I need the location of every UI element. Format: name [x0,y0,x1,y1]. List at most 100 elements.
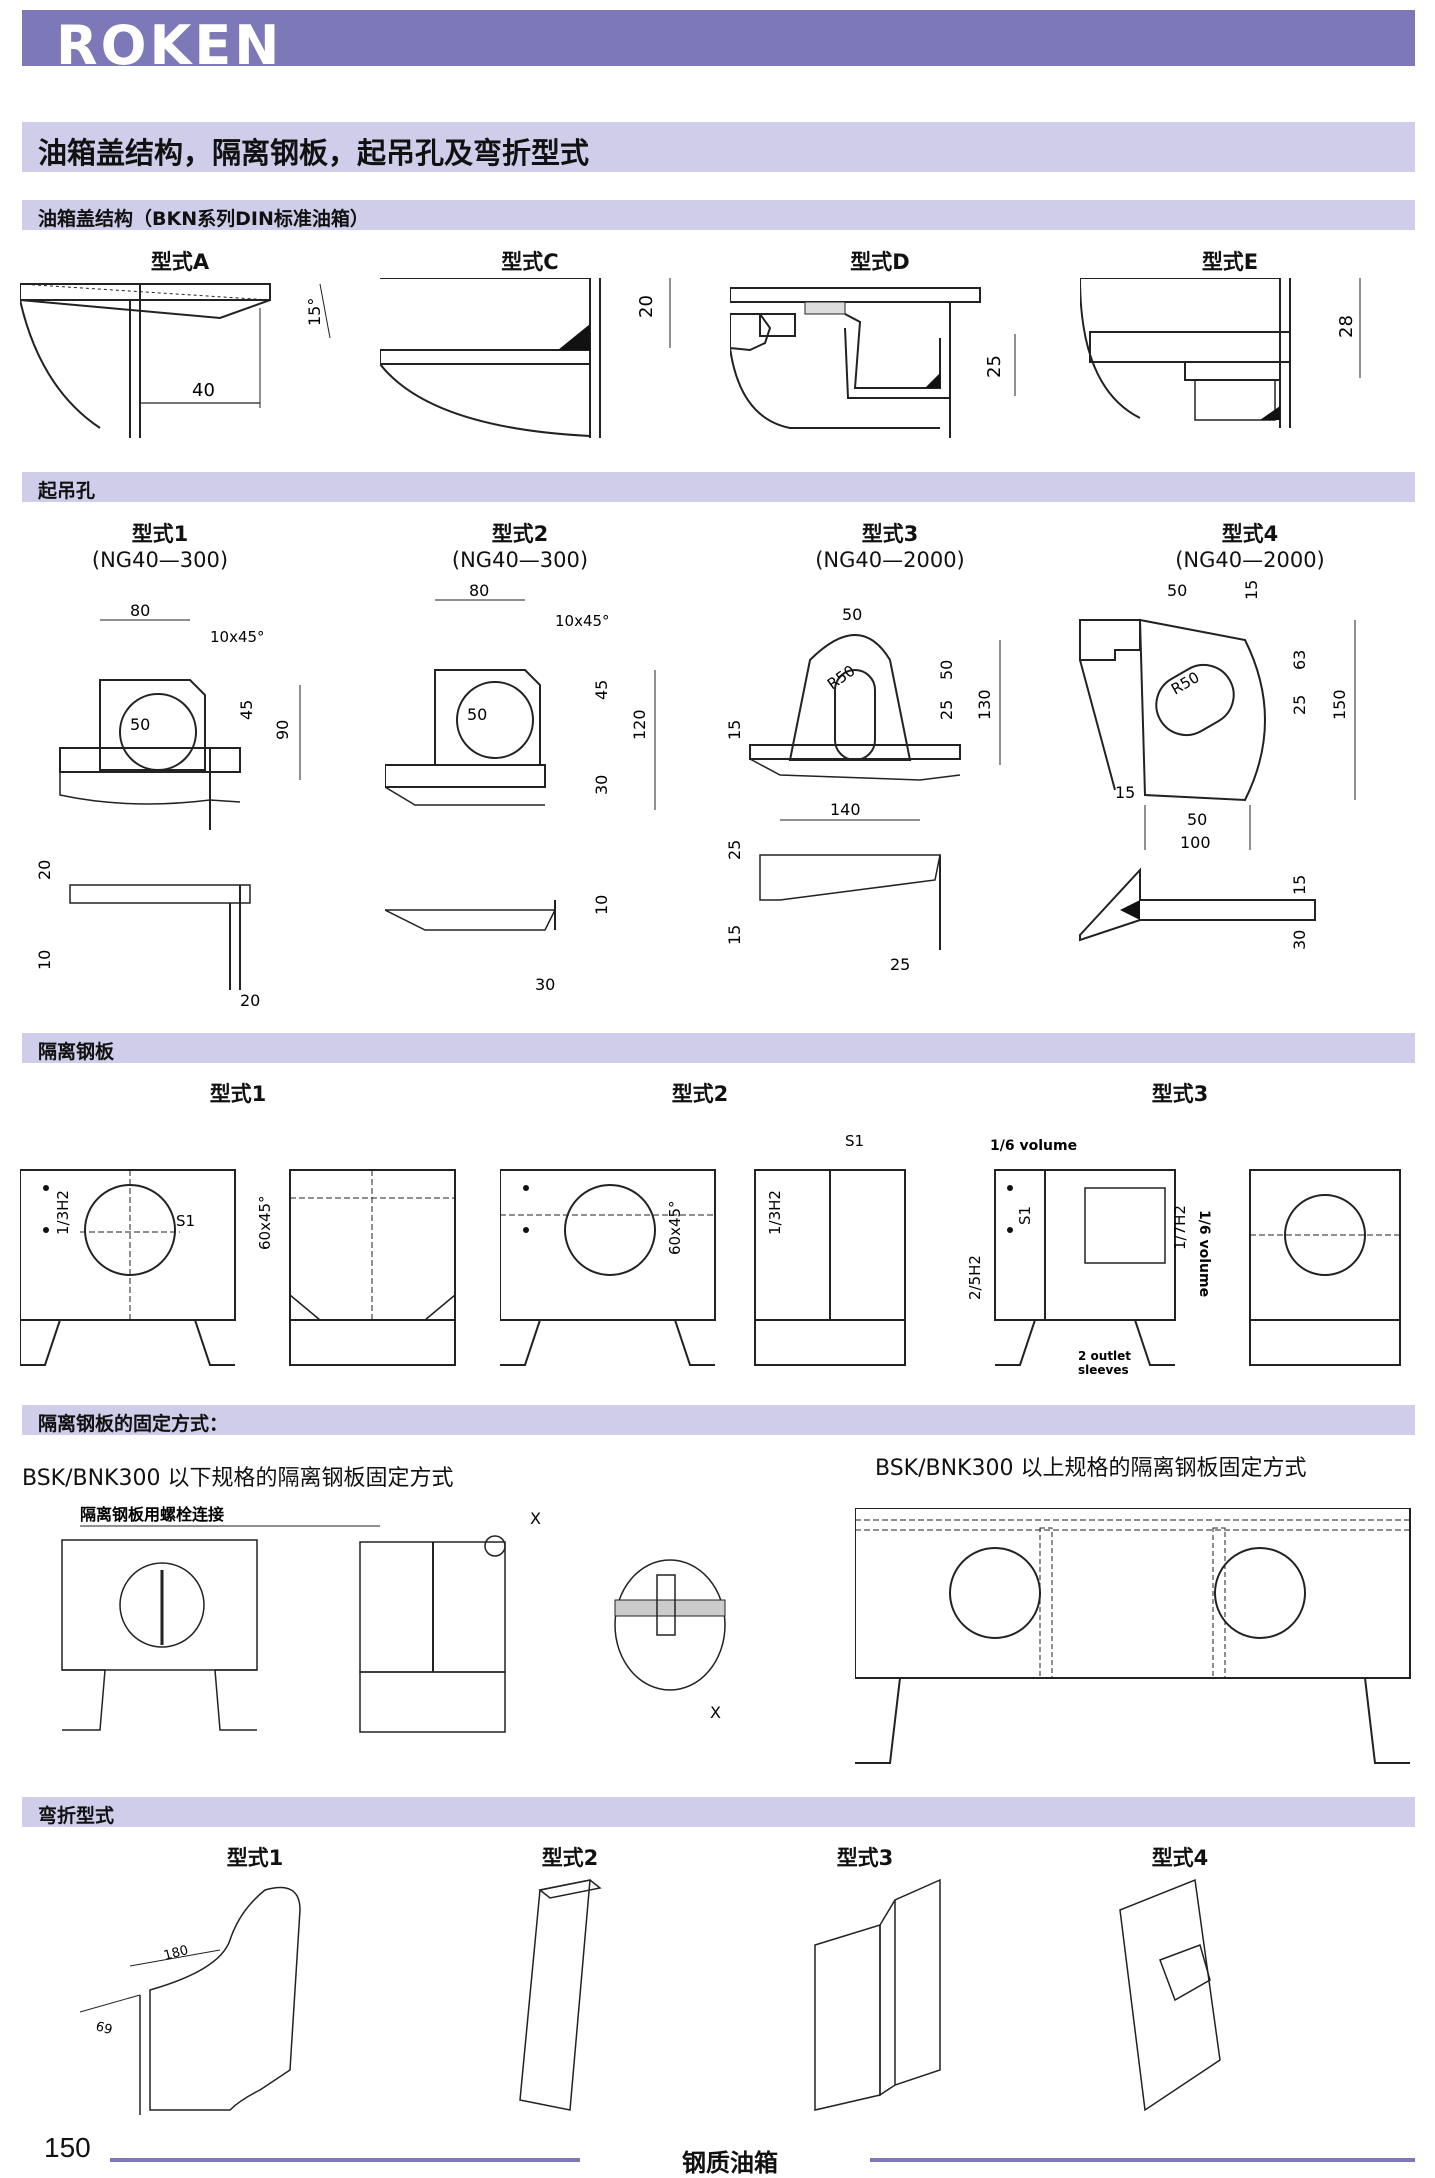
dim-text: 45 [237,700,256,720]
section-title: 弯折型式 [38,1805,115,1827]
section-title: 隔离钢板 [38,1041,115,1063]
figure-label: 型式D [850,250,910,274]
section-bar-baffle-fix: 隔离钢板的固定方式： [22,1405,1415,1435]
figure-label: 型式1 [209,1082,267,1106]
section-bar-tank-cover: 油箱盖结构（BKN系列DIN标准油箱） [22,200,1415,230]
figure-label: 型式3 [1151,1082,1209,1106]
figure-range: (NG40—2000) [815,548,965,572]
dim-text: 25 [890,955,910,974]
section-bar-fold: 弯折型式 [22,1797,1415,1827]
footer-label: 钢质油箱 [682,2149,778,2177]
dim-text: 10x45° [210,628,265,646]
dim-text: 25 [725,840,744,860]
dim-text: 50 [937,660,956,680]
dim-text: 50 [1187,810,1207,829]
dim-text: 1/7H2 [1171,1205,1189,1250]
figure-label: 型式A [150,250,210,274]
dim-text: 180 [162,1943,190,1964]
dim-text: 15 [725,720,744,740]
dim-text: S1 [176,1212,195,1230]
brand-logo: ROKEN [56,14,283,77]
figure-label: 型式3 [836,1846,894,1870]
dim-text: 130 [975,689,994,720]
dim-text: 60x45° [666,1200,684,1255]
dim-text: 50 [842,605,862,624]
dim-text: 2 outlet [1078,1349,1131,1363]
baffle-drawing-3: 1/6 volume 1/6 volume S1 1/7H2 2/5H2 2 o… [960,1120,1420,1380]
subtitle-right: BSK/BNK300 以上规格的隔离钢板固定方式 [875,1456,1307,1481]
detail-mark: X [530,1509,541,1528]
fold-drawing-4 [1105,1870,1235,2120]
dim-text: 45 [592,680,611,700]
dim-text: 150 [1330,689,1349,720]
dim-text: 15 [1242,580,1261,600]
bolt-note: 隔离钢板用螺栓连接 [80,1505,224,1524]
figure-label: 型式E [1201,250,1259,274]
section-bar-lifting: 起吊孔 [22,472,1415,502]
dim-text: 20 [35,860,54,880]
fold-drawing-1: 180 69 [60,1870,390,2120]
figure-label: 型式2 [491,522,549,546]
dim-text: 120 [630,709,649,740]
cover-drawing-e: 28 [1080,278,1410,438]
dim-text: 2/5H2 [966,1255,984,1300]
dim-text: 10 [35,950,54,970]
page-title-bar: 油箱盖结构，隔离钢板，起吊孔及弯折型式 [22,122,1415,172]
dim-text: 1/6 volume [1196,1210,1212,1297]
brand-bar: ROKEN [22,10,1415,77]
figure-label: 型式3 [861,522,919,546]
lifting-drawing-2: 80 10x45° 50 45 120 30 10 30 [385,580,705,1010]
figure-label: 型式2 [541,1846,599,1870]
dim-text: 40 [192,380,215,401]
lifting-drawing-3: 50 R50 50 25 130 15 140 25 15 25 [720,600,1040,1010]
dim-text: 30 [592,775,611,795]
dim-text: 10x45° [555,612,610,630]
cover-drawing-d: 25 [730,278,1060,438]
dim-text: 69 [94,2019,114,2038]
detail-mark: X [710,1703,721,1722]
dim-text: 140 [830,800,861,819]
dim-text: 10 [592,895,611,915]
dim-text: S1 [845,1132,864,1150]
dim-text: S1 [1016,1206,1034,1225]
dim-text: 25 [937,700,956,720]
dim-text: 80 [130,601,150,620]
figure-label: 型式1 [131,522,189,546]
dim-text: 50 [467,705,487,724]
figure-label: 型式2 [671,1082,729,1106]
page-number: 150 [44,2132,91,2163]
cover-drawing-c: 20 [380,278,710,438]
dim-text: 100 [1180,833,1211,852]
section-title: 起吊孔 [38,480,96,502]
dim-text: 1/6 volume [990,1138,1077,1154]
dim-text: 80 [469,581,489,600]
dim-text: 15 [1115,783,1135,802]
fold-drawing-2 [500,1870,620,2120]
section-bar-baffle: 隔离钢板 [22,1033,1415,1063]
section-title: 油箱盖结构（BKN系列DIN标准油箱） [38,208,369,230]
dim-text: 25 [984,355,1005,378]
page-title: 油箱盖结构，隔离钢板，起吊孔及弯折型式 [38,136,590,170]
dim-text: sleeves [1078,1363,1129,1377]
dim-text: R50 [1168,668,1203,698]
baffle-drawing-2: 60x45° S1 1/3H2 [500,1120,950,1370]
figure-label: 型式4 [1151,1846,1209,1870]
dim-text: R50 [824,662,859,694]
dim-text: 28 [1336,315,1357,338]
dim-text: 20 [240,991,260,1010]
baffle-fix-drawing-small: 隔离钢板用螺栓连接 X X [50,1500,750,1740]
dim-text: 30 [535,975,555,994]
dim-text: 60x45° [256,1195,274,1250]
fold-drawing-3 [800,1870,960,2120]
baffle-fix-drawing-large [855,1508,1415,1768]
dim-text: 50 [1167,581,1187,600]
figure-range: (NG40—2000) [1175,548,1325,572]
baffle-drawing-1: 1/3H2 S1 60x45° [20,1120,470,1370]
dim-text: 15 [725,925,744,945]
subtitle-left: BSK/BNK300 以下规格的隔离钢板固定方式 [22,1466,454,1491]
dim-text: 30 [1290,930,1309,950]
figure-label: 型式1 [226,1846,284,1870]
dim-text: 25 [1290,695,1309,715]
lifting-drawing-4: 50 15 R50 63 25 150 15 50 100 15 30 [1075,580,1415,1000]
dim-text: 1/3H2 [766,1190,784,1235]
